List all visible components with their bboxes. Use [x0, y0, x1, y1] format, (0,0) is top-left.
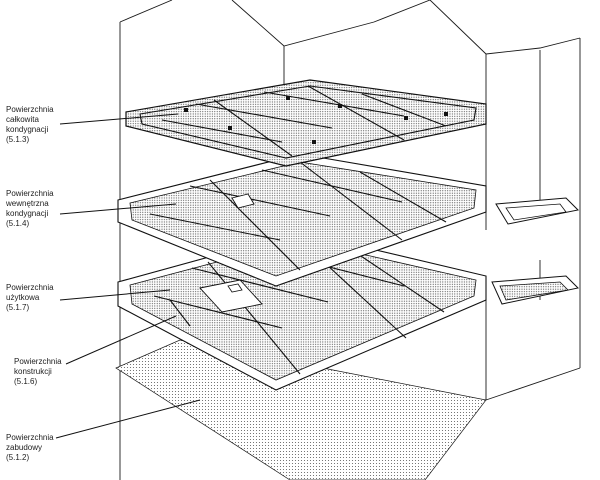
callout-internal-line-1: Powierzchnia — [6, 189, 54, 198]
callout-gross-line-2: całkowita — [6, 115, 39, 124]
floor-slab-level-3 — [125, 79, 487, 167]
callout-internal-line-2: wewnętrzna — [5, 199, 49, 208]
callout-internal-line-3: kondygnacji — [6, 209, 48, 218]
leader-gross — [59, 113, 179, 125]
leader-usable — [59, 289, 171, 301]
callout-internal-floor-area: Powierzchnia wewnętrzna kondygnacji (5.1… — [5, 189, 177, 228]
floor-slab-level-2 — [117, 153, 580, 287]
floor-slab-level-1 — [117, 231, 580, 391]
built-area-footprint — [115, 339, 487, 480]
callout-structure-line-1: Powierzchnia — [14, 357, 62, 366]
callout-structure-line-3: (5.1.6) — [14, 377, 37, 386]
callout-gross-floor-area: Powierzchnia całkowita kondygnacji (5.1.… — [6, 105, 179, 144]
callout-structure-area: Powierzchnia konstrukcji (5.1.6) — [14, 315, 177, 386]
callout-gross-line-4: (5.1.3) — [6, 135, 29, 144]
callout-gross-line-1: Powierzchnia — [6, 105, 54, 114]
leader-built — [55, 399, 201, 439]
callout-usable-floor-area: Powierzchnia użytkowa (5.1.7) — [6, 283, 171, 312]
leader-structure — [65, 315, 177, 365]
callout-built-line-2: zabudowy — [6, 443, 42, 452]
callout-usable-line-2: użytkowa — [6, 293, 40, 302]
callout-usable-line-3: (5.1.7) — [6, 303, 29, 312]
callout-built-line-3: (5.1.2) — [6, 453, 29, 462]
callout-usable-line-1: Powierzchnia — [6, 283, 54, 292]
callout-built-line-1: Powierzchnia — [6, 433, 54, 442]
callout-gross-line-3: kondygnacji — [6, 125, 48, 134]
callout-structure-line-2: konstrukcji — [14, 367, 52, 376]
leader-internal — [59, 203, 177, 215]
callout-internal-line-4: (5.1.4) — [6, 219, 29, 228]
callout-built-area: Powierzchnia zabudowy (5.1.2) — [6, 399, 201, 462]
